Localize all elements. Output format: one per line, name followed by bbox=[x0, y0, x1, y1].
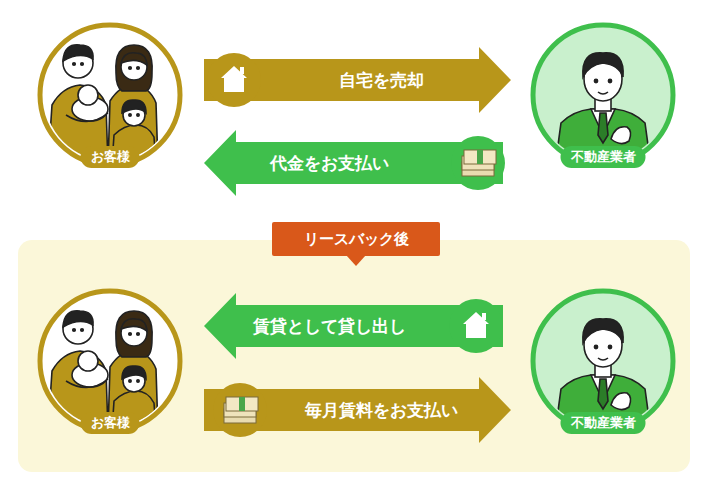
arrow-label: 自宅を売却 bbox=[339, 69, 424, 91]
role-label: 不動産業者 bbox=[561, 412, 646, 434]
person-circle: 不動産業者 bbox=[533, 291, 673, 431]
banner-label: リースバック後 bbox=[304, 230, 409, 249]
role-label: お客様 bbox=[81, 146, 140, 168]
banner-box: リースバック後 bbox=[272, 222, 440, 256]
arrow-label: 毎月賃料をお支払い bbox=[305, 399, 458, 421]
arrow-label: 代金をお支払い bbox=[270, 152, 389, 174]
person-circle: お客様 bbox=[40, 25, 180, 165]
block-arrow bbox=[204, 377, 511, 443]
block-arrow bbox=[204, 47, 511, 113]
arrow-label: 賃貸として貸し出し bbox=[253, 315, 406, 337]
role-label: お客様 bbox=[81, 412, 140, 434]
block-arrow bbox=[204, 293, 503, 359]
role-label: 不動産業者 bbox=[561, 146, 646, 168]
person-circle: 不動産業者 bbox=[533, 25, 673, 165]
person-circle: お客様 bbox=[40, 291, 180, 431]
